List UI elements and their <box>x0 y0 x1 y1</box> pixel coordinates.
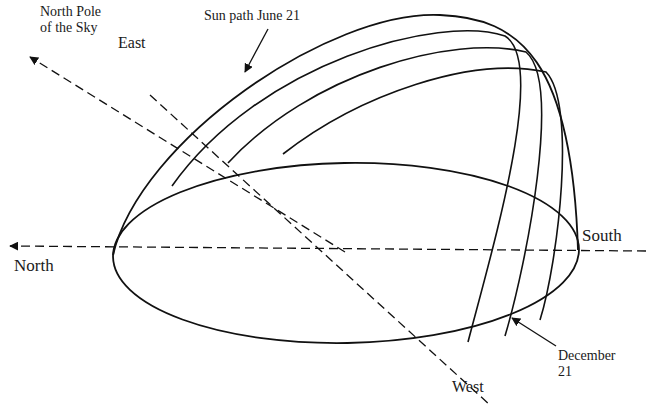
sky-dome <box>113 15 578 255</box>
direction-label: West <box>452 378 484 396</box>
celestial-pole-axis <box>30 57 345 252</box>
direction-label: East <box>118 34 146 52</box>
leader-arrow <box>512 318 556 346</box>
callout-label: December 21 <box>558 348 630 379</box>
direction-label: South <box>582 226 622 245</box>
leader-arrow <box>245 29 268 72</box>
sun-path <box>283 68 562 320</box>
callout-label: Sun path June 21 <box>204 8 300 24</box>
east-west-axis <box>150 95 490 405</box>
sun-path <box>172 31 521 342</box>
sun-path <box>228 48 542 336</box>
north-south-axis <box>10 246 646 251</box>
direction-label: North <box>14 256 54 275</box>
pole-label: North Pole of the Sky <box>40 4 102 35</box>
